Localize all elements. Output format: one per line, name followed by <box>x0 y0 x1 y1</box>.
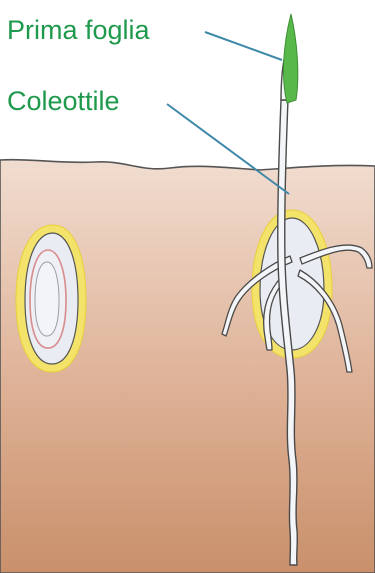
coleoptile-label: Coleottile <box>7 86 120 116</box>
germinating-seed <box>252 210 332 358</box>
first-leaf-leader-line <box>205 32 282 60</box>
first-leaf-label: Prima foglia <box>7 15 151 45</box>
first-leaf <box>284 14 298 103</box>
ungerminated-seed <box>16 225 86 372</box>
